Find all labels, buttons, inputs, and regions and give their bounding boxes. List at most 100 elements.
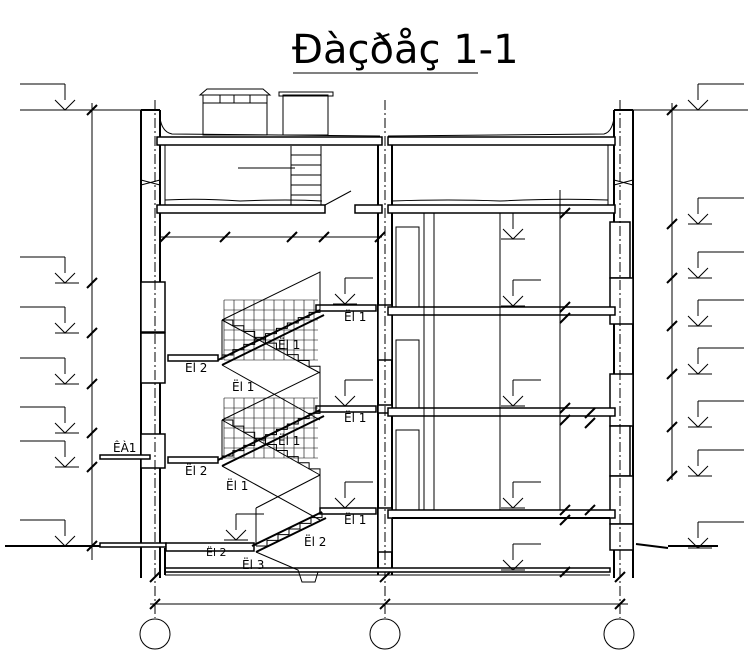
tick-right-1 bbox=[666, 218, 678, 230]
tick-top-0 bbox=[159, 231, 171, 243]
attic bbox=[156, 145, 616, 214]
level-marker-inner-7-arrow bbox=[502, 544, 524, 571]
label-el1-b: Ël 1 bbox=[278, 337, 300, 352]
tick-left-4 bbox=[86, 427, 98, 439]
level-marker-inner-5-arrow bbox=[334, 482, 356, 509]
tick-bottom-1 bbox=[379, 598, 391, 610]
tick-inner-5 bbox=[559, 504, 571, 516]
label-el1-a: Ël 1 bbox=[344, 309, 366, 324]
steps-down-1 bbox=[222, 319, 321, 372]
tick-bottom-0 bbox=[149, 598, 161, 610]
tick-inner-11 bbox=[149, 571, 161, 583]
tick-left-0 bbox=[86, 104, 98, 116]
level-marker-left-1-arrow bbox=[54, 257, 76, 284]
level-marker-right-6-arrow bbox=[687, 450, 709, 477]
level-marker-right-3-arrow bbox=[687, 300, 709, 327]
label-el1-g: Ël 1 bbox=[344, 512, 366, 527]
drawing-title: Đàçðåç 1-1 bbox=[292, 27, 519, 74]
label-el2-a: Ël 2 bbox=[185, 360, 207, 375]
tick-right-4 bbox=[666, 368, 678, 380]
tick-top-2 bbox=[286, 231, 298, 243]
tick-inner-9 bbox=[584, 504, 596, 516]
level-marker-inner-1-arrow bbox=[502, 280, 524, 307]
tick-inner-1 bbox=[559, 301, 571, 313]
label-el1-e: Ël 1 bbox=[278, 433, 300, 448]
level-marker-right-7-arrow bbox=[687, 522, 709, 549]
level-marker-right-5-arrow bbox=[687, 401, 709, 428]
level-markers-right bbox=[687, 83, 744, 549]
axis-bubble-3 bbox=[603, 618, 635, 650]
level-marker-right-4-arrow bbox=[687, 348, 709, 375]
right-wall bbox=[609, 109, 634, 578]
level-marker-inner-2-arrow bbox=[334, 278, 356, 305]
label-el2-b: Ël 2 bbox=[185, 463, 207, 478]
tick-inner-2 bbox=[559, 312, 571, 324]
axis-bubbles bbox=[139, 618, 635, 650]
stair-steps bbox=[222, 307, 323, 547]
section-title: Đàçðåç 1-1 bbox=[292, 27, 519, 73]
tick-inner-4 bbox=[559, 414, 571, 426]
axis-bubble-1 bbox=[139, 618, 171, 650]
level-marker-inner-0-arrow bbox=[502, 213, 524, 240]
tick-inner-6 bbox=[559, 514, 571, 526]
tick-left-6 bbox=[86, 540, 98, 552]
level-marker-inner-3-arrow bbox=[334, 380, 356, 407]
level-marker-left-4-arrow bbox=[54, 407, 76, 434]
steps-flight-2 bbox=[222, 408, 321, 457]
tick-bottom-2 bbox=[614, 598, 626, 610]
element-labels: Ël 1 Ël 1 Ël 2 Ël 1 Ël 1 Ël 1 ÊÀ1 Ël 2 Ë… bbox=[113, 309, 366, 572]
tick-right-6 bbox=[666, 470, 678, 482]
level-marker-left-5-arrow bbox=[54, 441, 76, 468]
level-marker-inner-6-arrow bbox=[502, 482, 524, 509]
tick-inner-8 bbox=[584, 407, 596, 419]
tick-inner-7 bbox=[559, 566, 571, 578]
dimension-ticks bbox=[86, 104, 678, 610]
level-marker-inner-4-arrow bbox=[502, 380, 524, 407]
level-marker-right-0-arrow bbox=[687, 84, 709, 111]
level-markers-inner bbox=[224, 212, 541, 571]
label-ea1: ÊÀ1 bbox=[113, 440, 136, 455]
label-el3: Ël 3 bbox=[242, 557, 264, 572]
label-el1-f: Ël 1 bbox=[226, 478, 248, 493]
steps-flight-1 bbox=[222, 307, 321, 356]
tick-inner-0 bbox=[559, 207, 571, 219]
dimension-lines bbox=[20, 103, 748, 605]
tick-right-5 bbox=[666, 421, 678, 433]
floor-slabs bbox=[164, 306, 616, 576]
level-marker-left-0-arrow bbox=[54, 84, 76, 111]
axis-bubble-2 bbox=[369, 618, 401, 650]
label-el2-c: Ël 2 bbox=[304, 534, 326, 549]
steps-down-2 bbox=[222, 419, 321, 475]
right-rooms bbox=[395, 190, 561, 511]
tick-inner-12 bbox=[379, 571, 391, 583]
tick-top-3 bbox=[318, 231, 330, 243]
level-marker-left-3-arrow bbox=[54, 358, 76, 385]
tick-right-3 bbox=[666, 320, 678, 332]
ground-line bbox=[5, 543, 718, 549]
tick-top-4 bbox=[374, 231, 386, 243]
left-wall bbox=[140, 109, 166, 578]
label-el1-d: Ël 1 bbox=[344, 410, 366, 425]
tick-left-3 bbox=[86, 378, 98, 390]
stair-flights bbox=[217, 271, 327, 583]
tick-inner-13 bbox=[614, 571, 626, 583]
level-markers-left bbox=[20, 83, 79, 547]
steps-flight-3 bbox=[256, 512, 323, 547]
tick-top-1 bbox=[219, 231, 231, 243]
level-marker-inner-8-arrow bbox=[225, 514, 247, 541]
level-marker-right-1-arrow bbox=[687, 198, 709, 225]
axis-lines bbox=[154, 100, 621, 618]
label-el2-d: Ël 2 bbox=[206, 546, 227, 559]
label-el1-c: Ël 1 bbox=[232, 379, 254, 394]
stair-landings bbox=[99, 304, 377, 552]
tick-left-5 bbox=[86, 461, 98, 473]
tick-left-1 bbox=[86, 277, 98, 289]
tick-left-2 bbox=[86, 327, 98, 339]
level-marker-right-2-arrow bbox=[687, 252, 709, 279]
tick-right-0 bbox=[666, 104, 678, 116]
tick-right-2 bbox=[666, 272, 678, 284]
level-marker-left-2-arrow bbox=[54, 307, 76, 334]
roof bbox=[156, 88, 616, 146]
level-marker-left-6-arrow bbox=[54, 520, 76, 547]
